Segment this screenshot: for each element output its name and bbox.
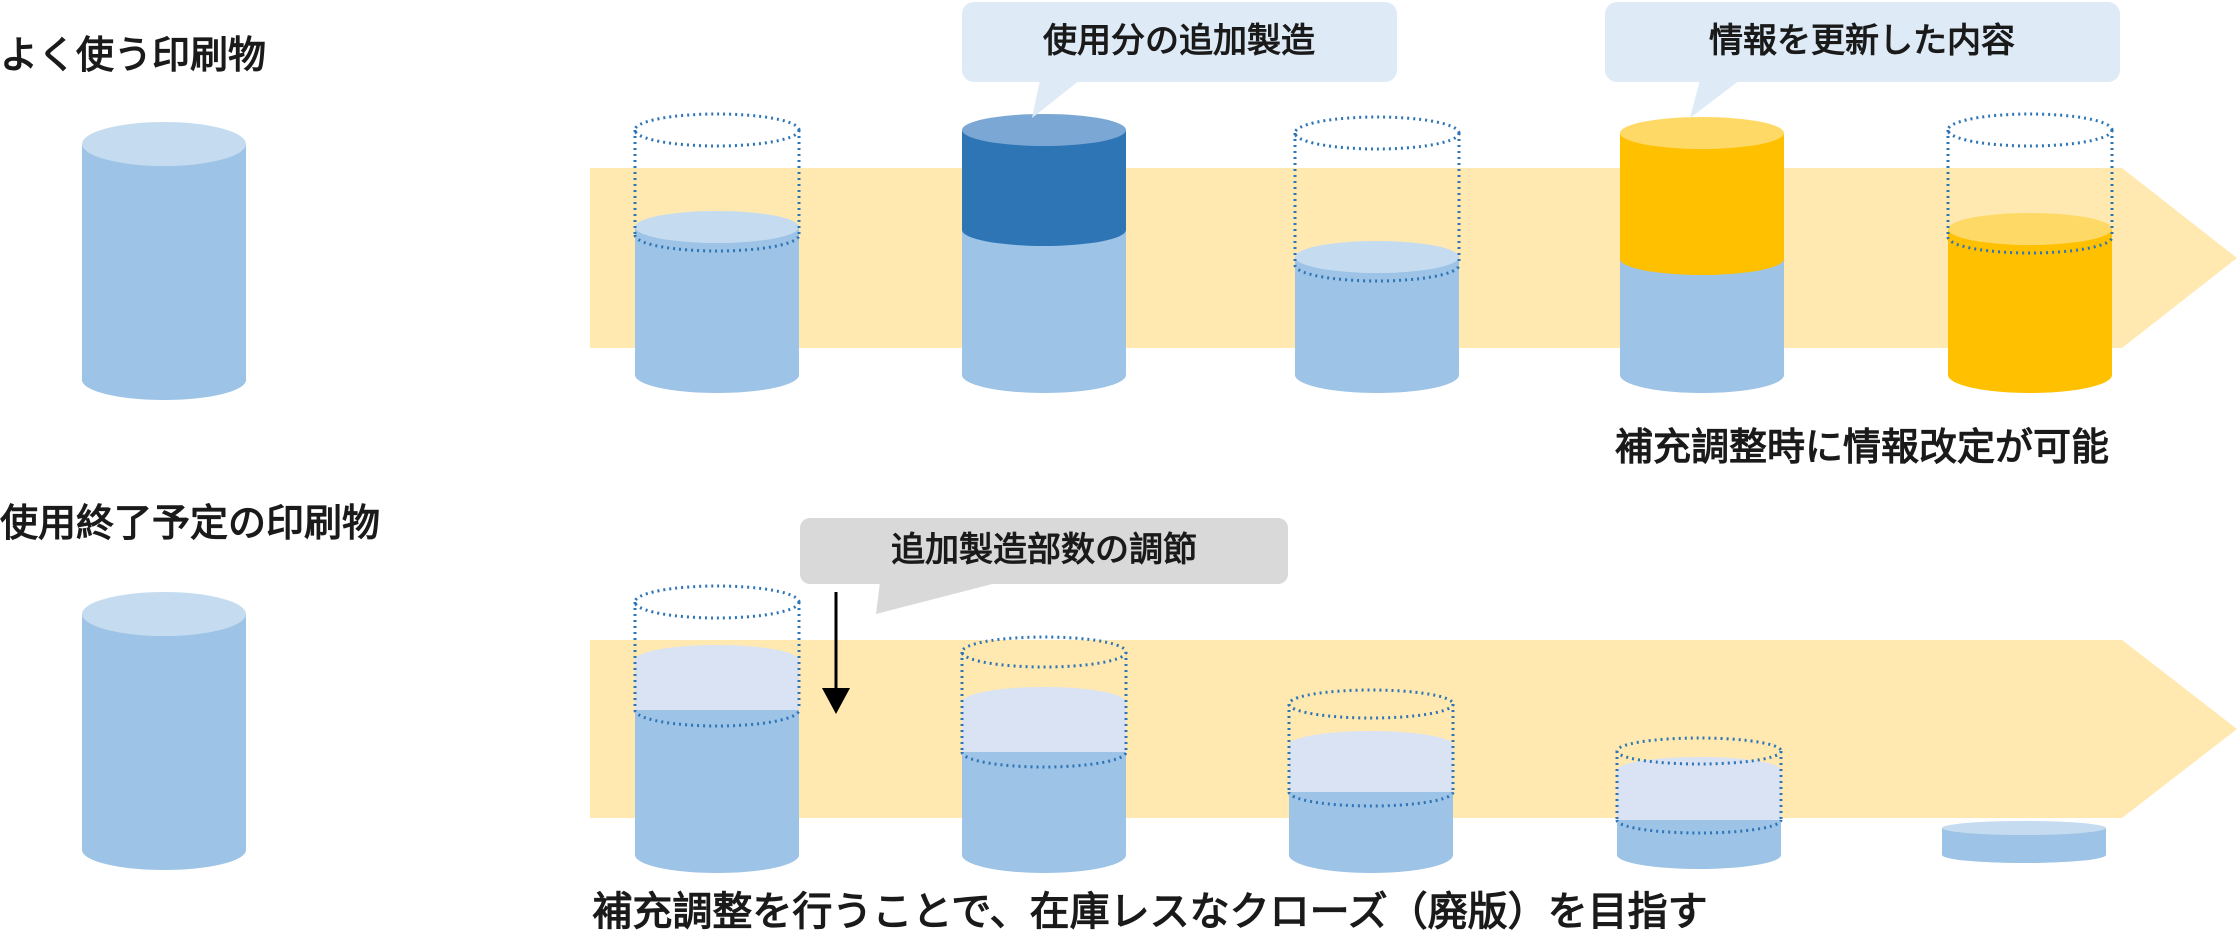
stock-cylinder-e [1942,821,2106,863]
stock-cylinder-1 [633,112,801,393]
callout-text-adjust-quantity: 追加製造部数の調節 [891,530,1197,570]
row-frequent-items: よく使う印刷物 [0,2,2237,469]
row-title-ending: 使用終了予定の印刷物 [0,501,380,545]
stock-cylinder-d [1615,736,1783,869]
row-caption-ending: 補充調整を行うことで、在庫レスなクローズ（廃版）を目指す [592,889,1707,935]
down-arrow-icon [822,592,850,714]
stock-cylinder-a [633,584,801,873]
reference-cylinder-ending [82,592,246,870]
stock-cylinder-5 [1946,112,2114,393]
stock-cylinder-2 [962,114,1126,393]
stock-cylinder-c [1287,688,1455,873]
stock-cylinder-3 [1293,115,1461,393]
reference-cylinder-frequent [82,122,246,400]
row-caption-frequent: 補充調整時に情報改定が可能 [1615,425,2109,469]
stock-cylinder-b [960,635,1128,873]
row-ending-items: 使用終了予定の印刷物 [0,501,2237,935]
callout-adjust-quantity: 追加製造部数の調節 [800,518,1288,614]
callout-text-additional-production: 使用分の追加製造 [1042,21,1315,61]
callout-updated-content: 情報を更新した内容 [1605,2,2120,118]
stock-cylinder-4 [1620,117,1784,393]
row-title-frequent: よく使う印刷物 [0,33,266,77]
callout-text-updated-content: 情報を更新した内容 [1709,21,2015,61]
callout-additional-production: 使用分の追加製造 [962,2,1397,118]
